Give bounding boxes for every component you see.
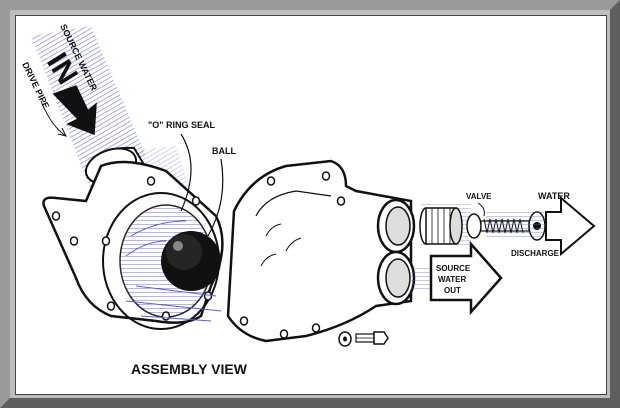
source-water-out-arrow <box>411 240 503 316</box>
valve-pointer <box>477 202 485 217</box>
inflow-arrow <box>52 85 97 136</box>
source-water-out-label-2: WATER <box>438 275 467 284</box>
source-water-out-label-1: SOURCE <box>436 264 471 273</box>
assembly-diagram: IN SOURCE WATER DRIVE PIPE "O" RING <box>20 22 596 377</box>
o-ring-pointer <box>180 133 192 212</box>
o-ring-seal-label: "O" RING SEAL <box>148 120 216 130</box>
ball-pointer <box>207 158 224 237</box>
washer <box>338 331 352 347</box>
chamber-flow <box>125 220 222 322</box>
discharge-arrow <box>486 195 596 257</box>
bolt <box>355 331 389 345</box>
diagram-canvas: IN SOURCE WATER DRIVE PIPE "O" RING <box>15 15 607 395</box>
ball-label: BALL <box>212 146 236 156</box>
ball <box>161 231 221 291</box>
discharge-label: DISCHARGE <box>511 249 560 258</box>
valve-label: VALVE <box>466 192 492 201</box>
source-water-out-label-3: OUT <box>444 286 461 295</box>
drive-pipe-pointer <box>40 100 67 137</box>
water-label: WATER <box>538 191 570 201</box>
pump-body <box>226 159 416 343</box>
assembly-view-title: ASSEMBLY VIEW <box>131 361 248 377</box>
